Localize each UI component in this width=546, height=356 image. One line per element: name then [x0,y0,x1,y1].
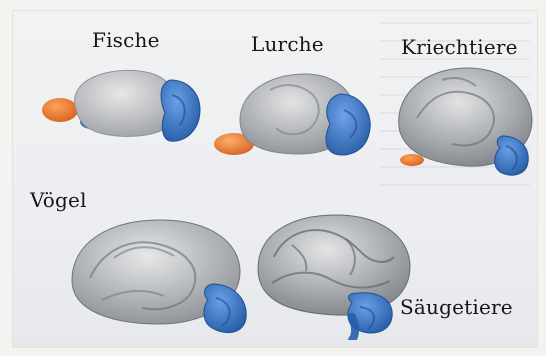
mammal-brain-illustration [244,205,419,340]
label-kriechtiere: Kriechtiere [401,35,518,59]
label-fische: Fische [92,28,160,52]
amphibian-brain-illustration [210,62,380,162]
illustration-page: Fische Lurche Kriechtiere Vögel Säugetie… [12,10,538,348]
fish-brain-illustration [30,55,220,155]
reptile-brain-illustration [382,58,538,178]
label-lurche: Lurche [251,32,324,56]
bird-brain-illustration [62,208,252,338]
